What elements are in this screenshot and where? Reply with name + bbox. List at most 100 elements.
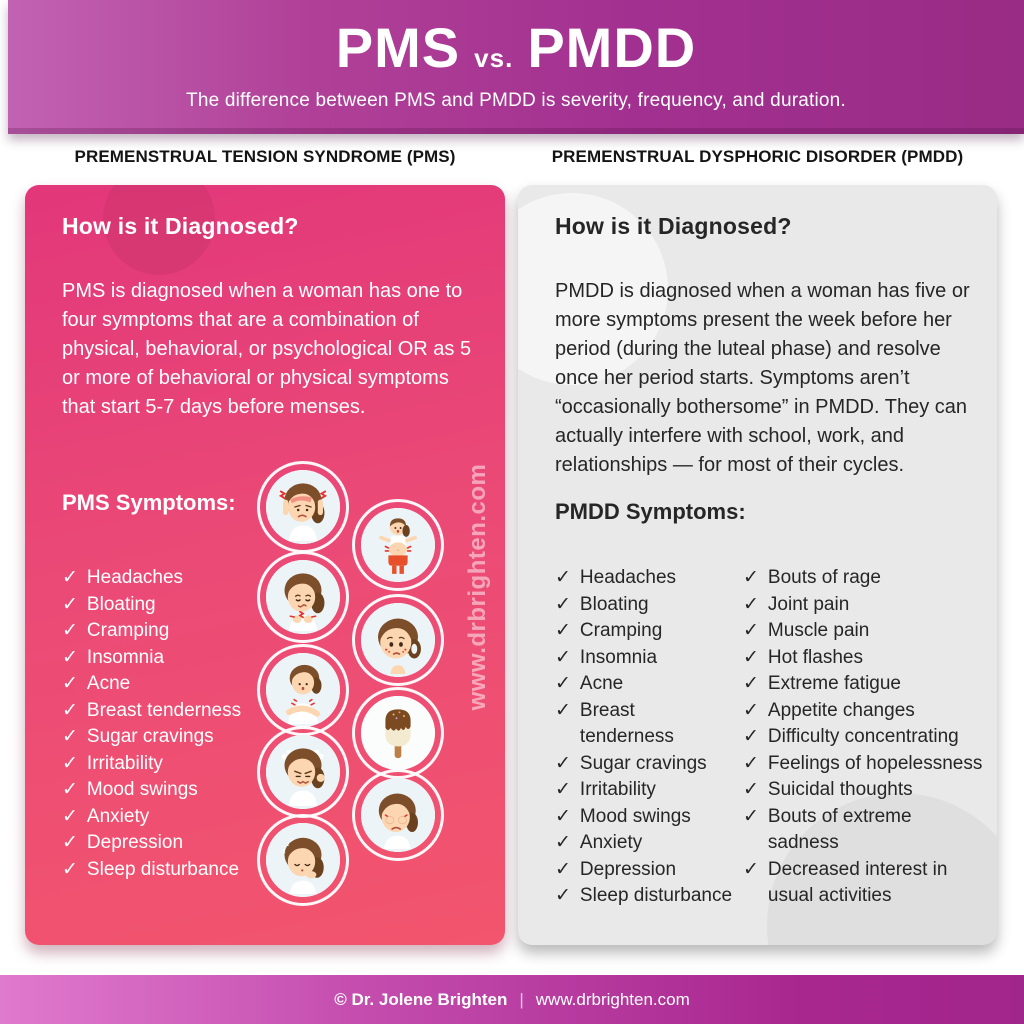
symptom-label: Decreased interest in usual activities	[767, 858, 948, 907]
pms-column-header: PREMENSTRUAL TENSION SYNDROME (PMS)	[74, 147, 456, 166]
acne-sad-face-illustration	[352, 594, 444, 686]
symptom-item: ✓ Breast tenderness	[62, 698, 272, 725]
checkmark-icon: ✓	[555, 593, 571, 615]
symptom-label: Sugar cravings	[579, 752, 707, 774]
symptom-label: Suicidal thoughts	[767, 779, 913, 800]
pms-diagnosed-text: PMS is diagnosed when a woman has one to…	[62, 280, 472, 418]
symptom-label: Difficulty concentrating	[767, 726, 959, 747]
symptom-label: Hot flashes	[767, 646, 863, 668]
symptom-item: ✓ Bloating	[62, 592, 272, 619]
checkmark-icon: ✓	[62, 752, 78, 774]
checkmark-icon: ✓	[62, 858, 78, 880]
checkmark-icon: ✓	[743, 858, 759, 880]
symptom-label: Headaches	[579, 567, 677, 588]
symptom-item: ✓ Sleep disturbance	[555, 883, 733, 910]
decorative-circle	[103, 185, 215, 275]
symptom-label: Headaches	[86, 567, 184, 588]
symptom-item: ✓ Difficulty concentrating	[743, 724, 985, 751]
crying-illustration	[352, 769, 444, 861]
symptom-label: Irritability	[579, 779, 656, 800]
checkmark-icon: ✓	[743, 805, 759, 827]
symptom-item: ✓ Bloating	[555, 592, 733, 619]
symptom-label: Sleep disturbance	[86, 858, 240, 880]
symptom-item: ✓ Insomnia	[62, 645, 272, 672]
symptom-item: ✓ Joint pain	[743, 592, 985, 619]
symptom-label: Mood swings	[86, 779, 198, 800]
checkmark-icon: ✓	[62, 726, 78, 747]
subtitle: The difference between PMS and PMDD is s…	[186, 90, 846, 111]
symptom-label: Sleep disturbance	[579, 885, 733, 906]
footer-copyright: © Dr. Jolene Brighten	[334, 989, 508, 1009]
symptom-item: ✓ Suicidal thoughts	[743, 777, 985, 804]
checkmark-icon: ✓	[555, 567, 571, 588]
pmdd-column-header: PREMENSTRUAL DYSPHORIC DISORDER (PMDD)	[551, 147, 964, 166]
svg-text:z: z	[290, 837, 292, 842]
symptom-item: ✓ Cramping	[62, 618, 272, 645]
symptom-item: ✓ Bouts of extreme sadness	[743, 804, 985, 857]
checkmark-icon: ✓	[555, 832, 571, 853]
checkmark-icon: ✓	[743, 726, 759, 747]
checkmark-icon: ✓	[555, 858, 571, 880]
symptom-item: ✓ Headaches	[555, 565, 733, 592]
symptom-item: ✓ Hot flashes	[743, 645, 985, 672]
symptom-label: Irritability	[86, 752, 163, 774]
symptom-item: ✓ Irritability	[62, 751, 272, 778]
symptom-label: Bloating	[86, 593, 156, 615]
checkmark-icon: ✓	[555, 752, 571, 774]
pmdd-symptom-columns: ✓ Headaches ✓ Bloating ✓ Cramping ✓	[555, 565, 985, 910]
title-pmdd: PMDD	[527, 16, 697, 79]
symptom-label: Mood swings	[579, 805, 691, 827]
bloating-illustration	[352, 499, 444, 591]
symptom-item: ✓ Decreased interest in usual activities	[743, 857, 985, 910]
checkmark-icon: ✓	[743, 593, 759, 615]
checkmark-icon: ✓	[743, 699, 759, 721]
checkmark-icon: ✓	[62, 620, 78, 641]
checkmark-icon: ✓	[62, 699, 78, 721]
checkmark-icon: ✓	[555, 699, 571, 721]
checkmark-icon: ✓	[555, 620, 571, 641]
symptom-label: Depression	[86, 832, 184, 853]
symptom-label: Joint pain	[767, 593, 850, 615]
pms-symptom-list: ✓ Headaches ✓ Bloating ✓ Cramping ✓ Inso…	[62, 565, 272, 883]
symptom-item: ✓ Mood swings	[555, 804, 733, 831]
symptom-item: ✓ Anxiety	[555, 830, 733, 857]
symptom-item: ✓ Acne	[62, 671, 272, 698]
footer-website: www.drbrighten.com	[535, 989, 690, 1009]
pmdd-diagnosed-heading: How is it Diagnosed?	[555, 213, 792, 239]
symptom-item: ✓ Extreme fatigue	[743, 671, 985, 698]
symptom-label: Feelings of hopelessness	[767, 752, 983, 774]
symptom-label: Sugar cravings	[86, 726, 214, 747]
symptom-item: ✓ Anxiety	[62, 804, 272, 831]
checkmark-icon: ✓	[743, 567, 759, 588]
checkmark-icon: ✓	[62, 593, 78, 615]
symptom-label: Appetite changes	[767, 699, 915, 721]
ice-cream-illustration	[352, 687, 444, 779]
footer-bar: © Dr. Jolene Brighten | www.drbrighten.c…	[0, 975, 1024, 1024]
symptom-label: Breast tenderness	[86, 699, 242, 721]
symptom-label: Anxiety	[86, 805, 150, 827]
footer-divider: |	[519, 989, 524, 1009]
symptom-item: ✓ Sugar cravings	[62, 724, 272, 751]
watermark: www.drbrighten.com	[464, 463, 491, 711]
symptom-item: ✓ Breast tenderness	[555, 698, 733, 751]
symptom-item: ✓ Headaches	[62, 565, 272, 592]
checkmark-icon: ✓	[62, 779, 78, 800]
title-pms: PMS	[335, 16, 461, 79]
checkmark-icon: ✓	[743, 620, 759, 641]
pmdd-symptoms-heading: PMDD Symptoms:	[555, 499, 746, 524]
checkmark-icon: ✓	[555, 805, 571, 827]
symptom-label: Anxiety	[579, 832, 643, 853]
symptom-label: Insomnia	[86, 646, 165, 668]
symptom-label: Insomnia	[579, 646, 658, 668]
symptom-label: Breast tenderness	[579, 699, 674, 748]
symptom-label: Bloating	[579, 593, 649, 615]
checkmark-icon: ✓	[62, 805, 78, 827]
svg-text:z: z	[282, 848, 286, 855]
symptom-item: ✓ Irritability	[555, 777, 733, 804]
checkmark-icon: ✓	[743, 646, 759, 668]
checkmark-icon: ✓	[62, 832, 78, 853]
checkmark-icon: ✓	[743, 779, 759, 800]
checkmark-icon: ✓	[62, 646, 78, 668]
